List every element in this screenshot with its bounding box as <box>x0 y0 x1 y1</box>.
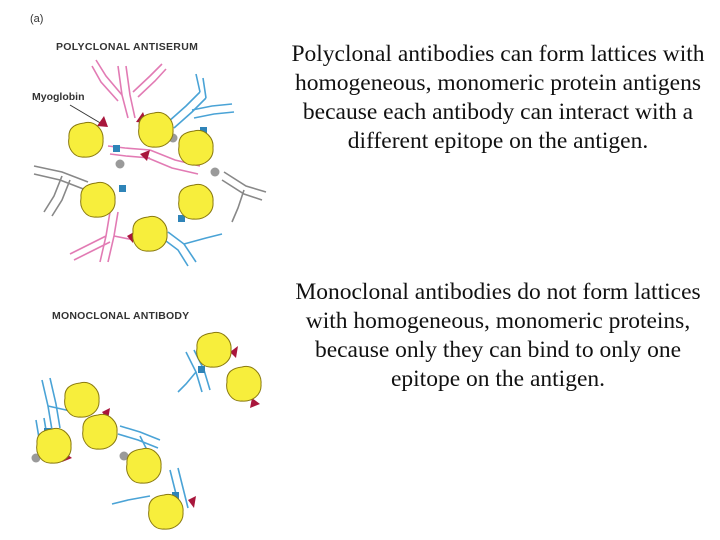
epitope-blue <box>200 127 207 134</box>
antigen-myoglobin <box>226 365 262 402</box>
epitope-blue <box>198 366 205 373</box>
antibody-lattice-figure: (a) POLYCLONAL ANTISERUM Myoglobin MONOC… <box>30 13 267 530</box>
epitope-red <box>97 116 108 127</box>
polyclonal-epitopes <box>97 112 220 243</box>
antigen-myoglobin <box>138 111 174 148</box>
polyclonal-antibody-arms <box>33 59 267 267</box>
epitope-blue <box>113 145 120 152</box>
epitope-red <box>250 398 260 408</box>
epitope-red <box>188 496 196 508</box>
antibody-pink-top <box>91 59 167 119</box>
antigen-myoglobin <box>178 183 214 220</box>
antibody-blue-bottom <box>161 231 223 267</box>
antigen-myoglobin <box>196 331 232 368</box>
antigen-myoglobin <box>82 413 118 450</box>
antigen-myoglobin <box>64 381 100 418</box>
monoclonal-heading: MONOCLONAL ANTIBODY <box>52 310 189 322</box>
epitope-blue <box>172 492 179 499</box>
epitope-red <box>140 150 150 161</box>
panel-label: (a) <box>30 13 43 25</box>
monoclonal-epitopes <box>31 346 260 508</box>
antibody-blue-top <box>167 73 235 129</box>
antigen-myoglobin <box>80 181 116 218</box>
monoclonal-clusters <box>31 331 262 530</box>
myoglobin-pointer-line <box>69 104 103 125</box>
antibody-gray-right <box>221 171 267 223</box>
polyclonal-caption: Polyclonal antibodies can form lattices … <box>291 41 705 154</box>
epitope-blue <box>119 185 126 192</box>
antigen-myoglobin <box>68 121 104 158</box>
epitope-red <box>230 346 238 358</box>
antigen-myoglobin <box>126 447 162 484</box>
monoclonal-caption: Monoclonal antibodies do not form lattic… <box>295 279 701 392</box>
antigen-myoglobin <box>132 215 168 252</box>
antigen-myoglobin <box>178 129 214 166</box>
monoclonal-antigens <box>36 331 262 530</box>
epitope-gray <box>115 159 125 169</box>
epitope-gray <box>119 451 129 461</box>
epitope-gray <box>210 167 220 177</box>
polyclonal-antigens <box>68 111 214 252</box>
antibody-gray-left <box>33 165 89 217</box>
epitope-blue <box>178 215 185 222</box>
antigen-myoglobin <box>148 493 184 530</box>
polyclonal-heading: POLYCLONAL ANTISERUM <box>56 41 198 53</box>
polyclonal-lattice <box>33 59 267 267</box>
myoglobin-label: Myoglobin <box>32 91 85 103</box>
antigen-myoglobin <box>36 427 72 464</box>
